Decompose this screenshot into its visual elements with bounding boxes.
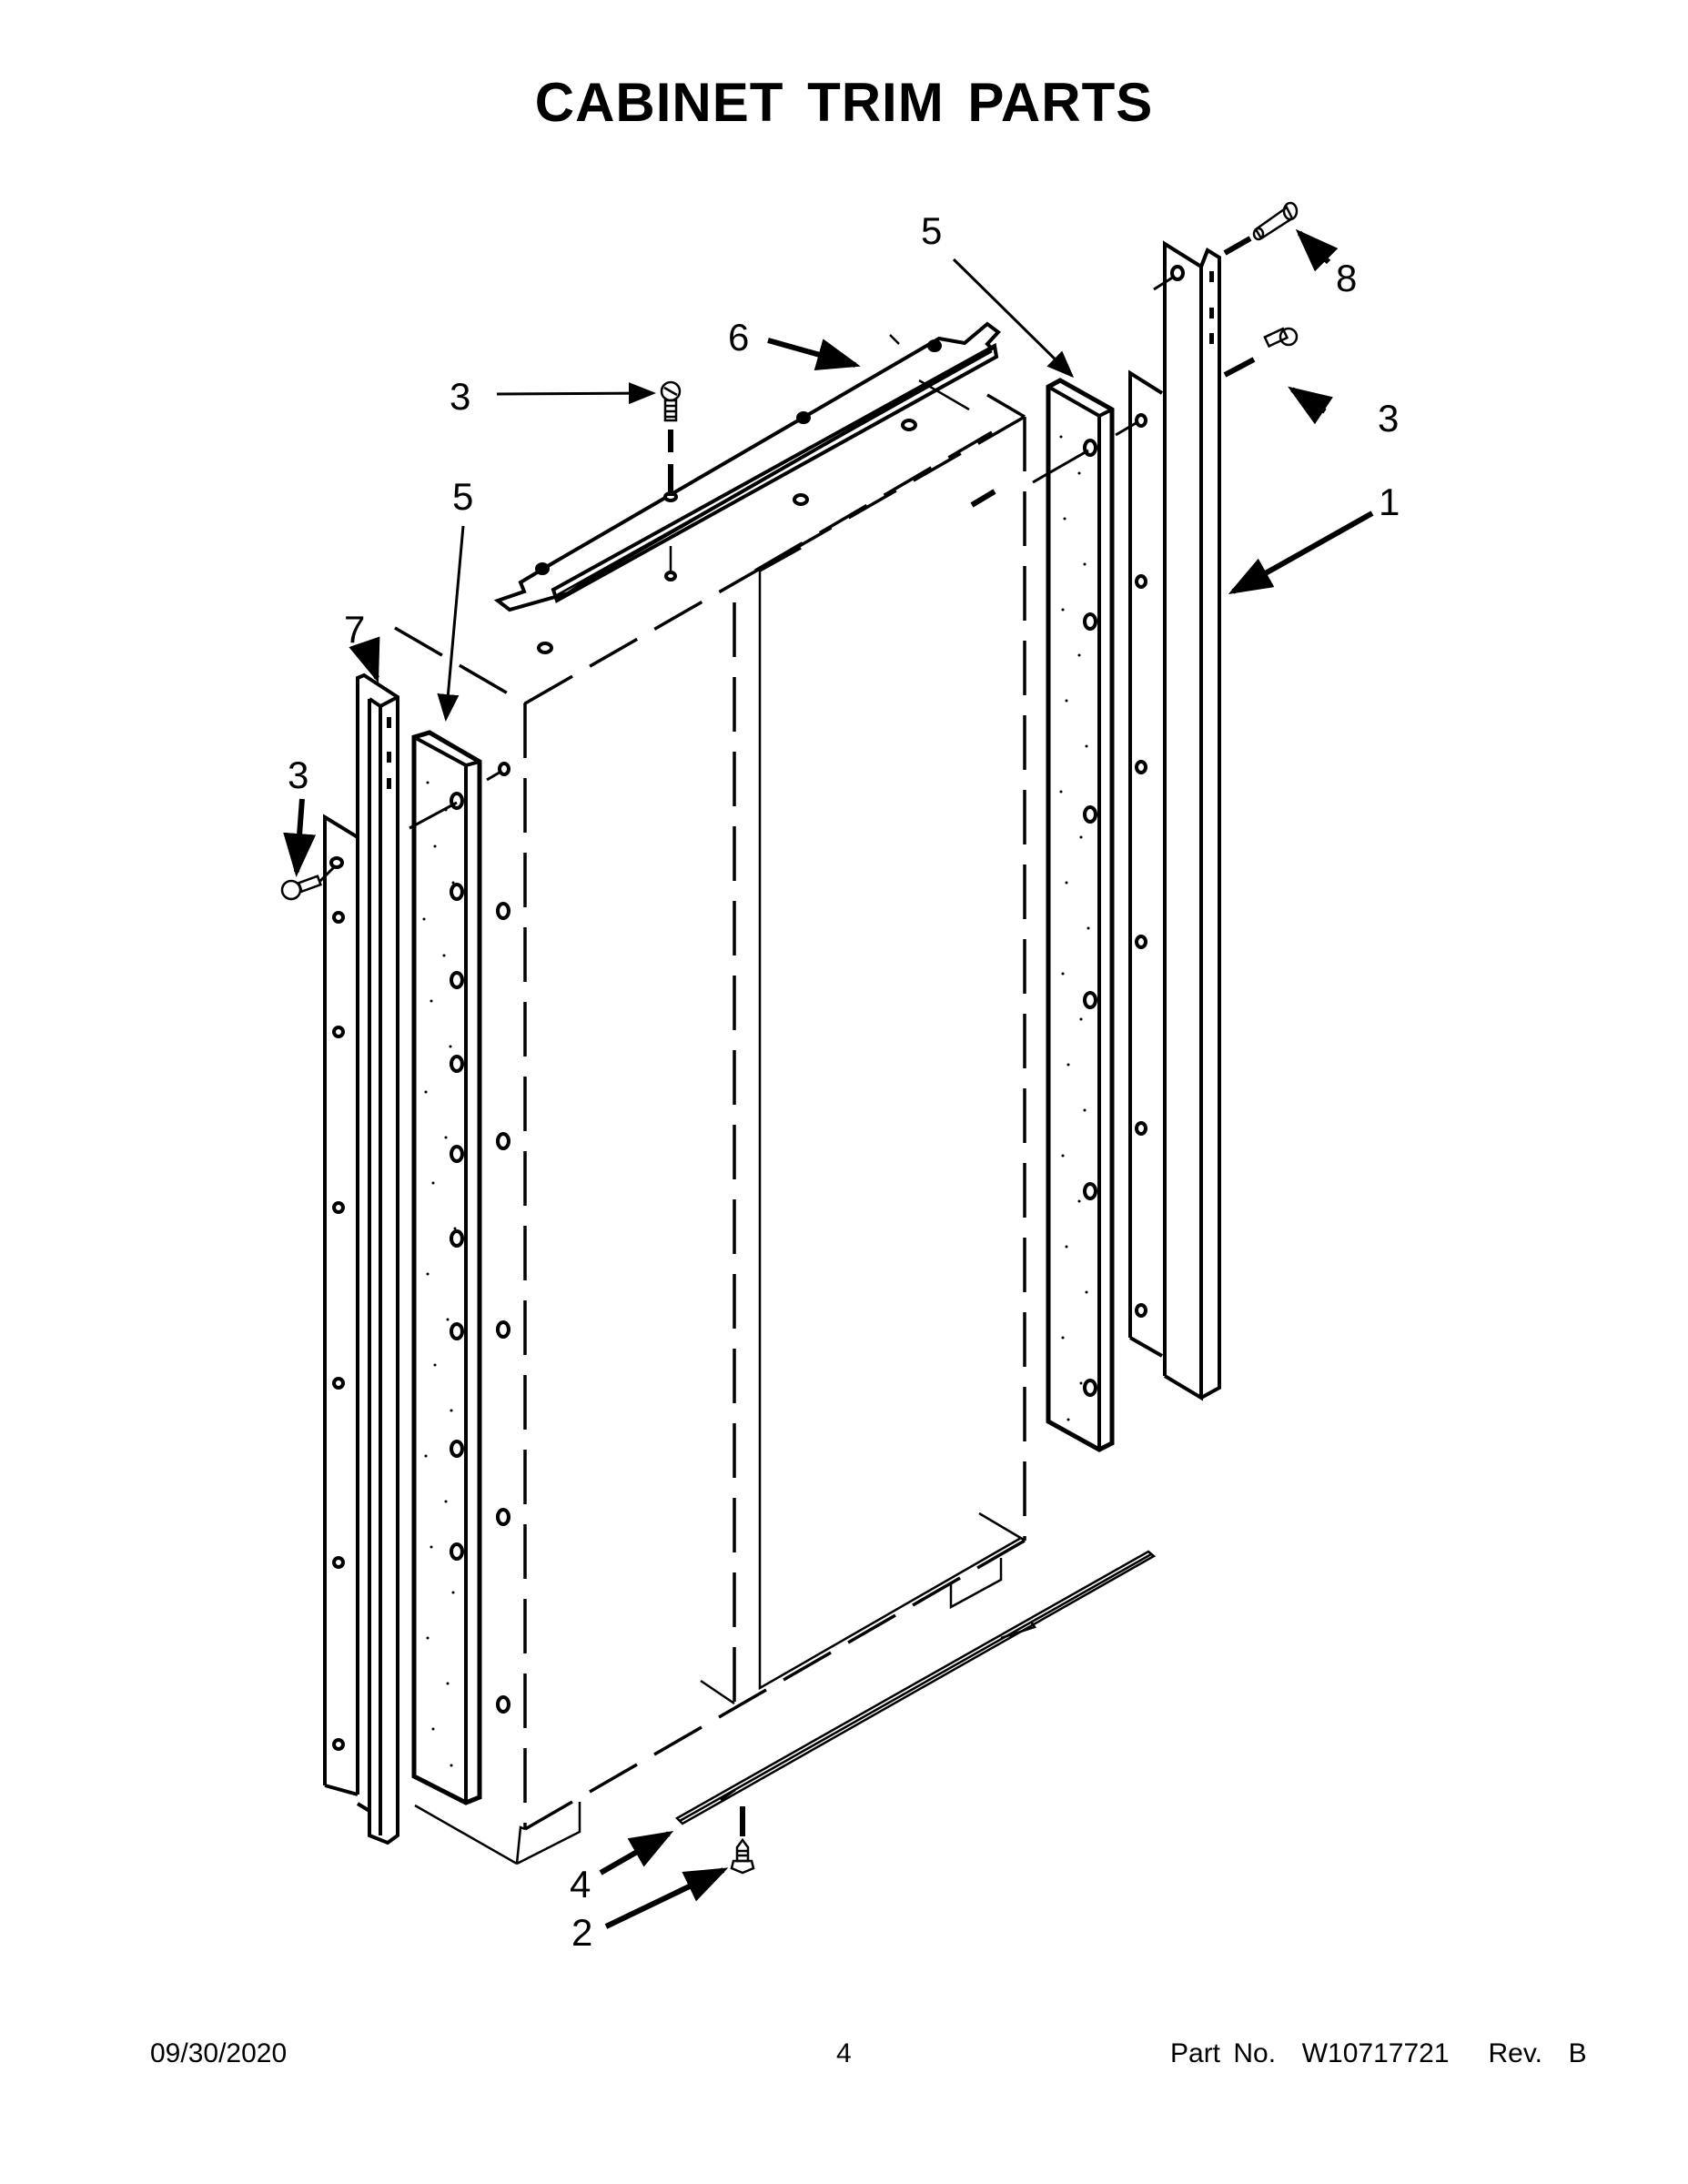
left-foam-strip-part-5 — [409, 730, 510, 1805]
callout-7: 7 — [344, 608, 365, 651]
leader-lines — [283, 228, 1374, 1929]
callout-labels: 5 8 6 3 3 5 1 7 3 4 2 — [288, 209, 1400, 1954]
callout-4: 4 — [570, 1863, 591, 1906]
callout-1: 1 — [1379, 480, 1400, 523]
callout-8: 8 — [1336, 257, 1357, 299]
callout-5-left: 5 — [452, 475, 473, 518]
page-title: CABINET TRIM PARTS — [534, 72, 1154, 133]
bottom-trim-strip-part-4 — [674, 1550, 1157, 1825]
screw-icon-right — [1223, 327, 1299, 378]
pin-icon — [1223, 201, 1299, 256]
callout-3-right: 3 — [1378, 397, 1399, 440]
cabinet-outline — [394, 393, 1026, 1866]
footer-part-number: Part No. W10717721 Rev. B — [1170, 2038, 1587, 2068]
screw-icon-left — [280, 864, 337, 901]
left-trim-rail-part-7 — [323, 672, 399, 1845]
screw-icon-top — [660, 380, 682, 496]
callout-5-top-right: 5 — [921, 209, 942, 252]
top-trim-bracket-part-6 — [493, 321, 1001, 612]
screw-icon-bottom — [730, 1806, 755, 1875]
right-trim-rail-part-1 — [1128, 240, 1221, 1401]
callout-6: 6 — [728, 316, 749, 359]
right-foam-strip-part-5 — [970, 378, 1147, 1452]
footer-date: 09/30/2020 — [150, 2038, 288, 2068]
callout-3-top: 3 — [450, 375, 470, 418]
callout-3-left: 3 — [288, 753, 308, 796]
callout-2: 2 — [571, 1911, 592, 1954]
footer-page-number: 4 — [836, 2038, 852, 2068]
